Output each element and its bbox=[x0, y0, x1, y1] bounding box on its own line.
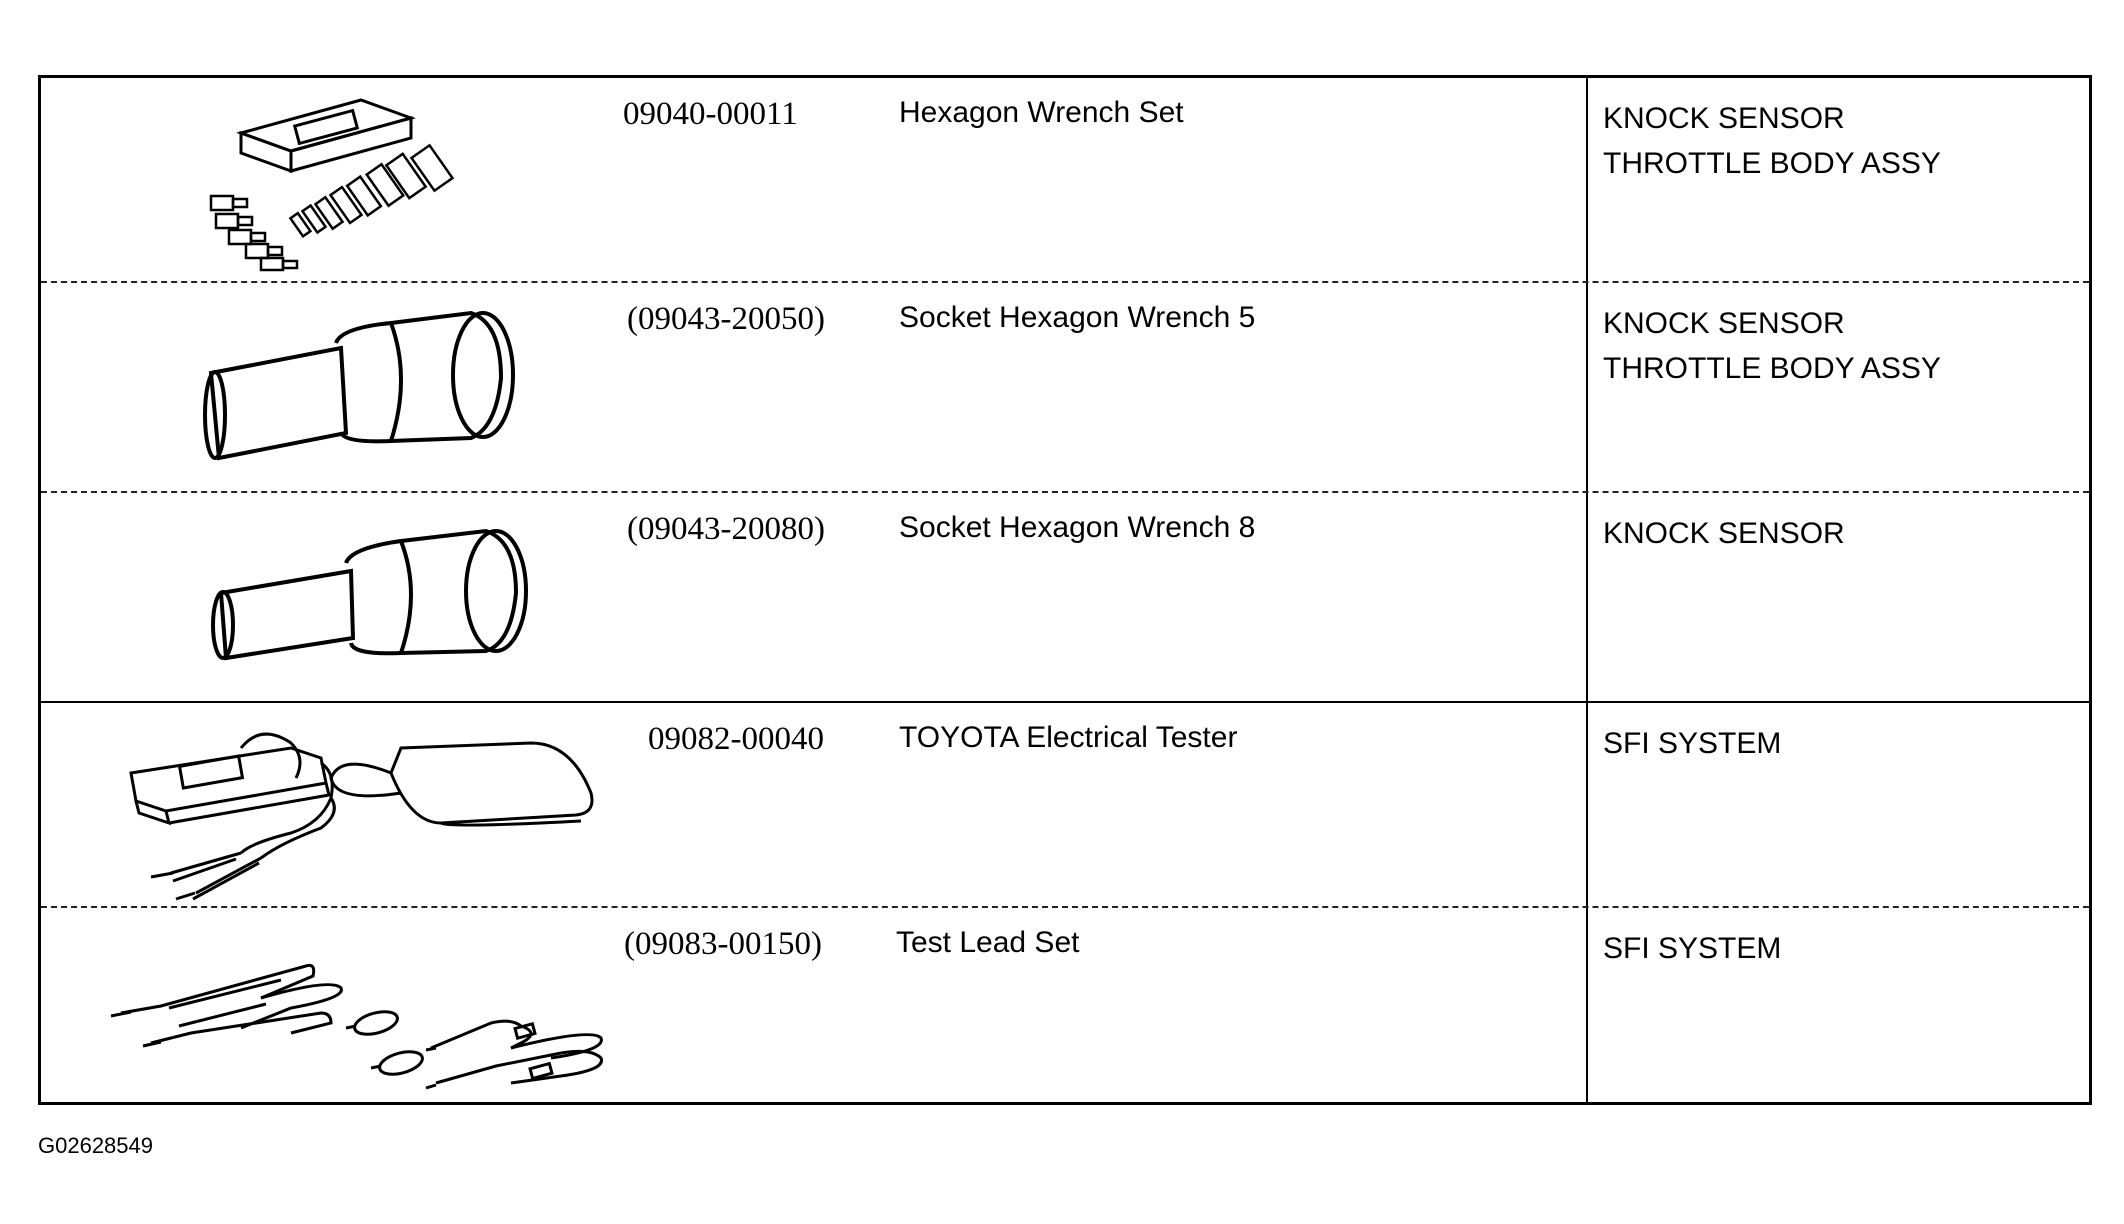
usage-item: SFI SYSTEM bbox=[1603, 727, 1782, 760]
table-row: (09043-20050) Socket Hexagon Wrench 5 KN… bbox=[41, 283, 2089, 491]
usage-item: THROTTLE BODY ASSY bbox=[1603, 352, 1941, 385]
tool-name: Socket Hexagon Wrench 5 bbox=[899, 301, 1256, 334]
usage-item: KNOCK SENSOR bbox=[1603, 307, 1845, 340]
part-number: (09043-20050) bbox=[627, 301, 825, 337]
socket-hexagon-wrench-illustration bbox=[91, 493, 651, 701]
usage-list: SFI SYSTEM bbox=[1603, 721, 1781, 766]
table-row: 09040-00011 Hexagon Wrench Set KNOCK SEN… bbox=[41, 78, 2089, 281]
part-number: 09082-00040 bbox=[648, 721, 824, 757]
socket-hexagon-wrench-illustration bbox=[91, 283, 651, 491]
tool-name: Test Lead Set bbox=[896, 926, 1080, 959]
part-number: (09043-20080) bbox=[627, 511, 825, 547]
table-row: 09082-00040 TOYOTA Electrical Tester SFI… bbox=[41, 703, 2089, 906]
hexagon-wrench-set-illustration bbox=[91, 78, 651, 281]
row-divider bbox=[41, 281, 2089, 283]
usage-item: SFI SYSTEM bbox=[1603, 932, 1782, 965]
special-tools-table: 09040-00011 Hexagon Wrench Set KNOCK SEN… bbox=[38, 75, 2092, 1105]
row-divider bbox=[41, 906, 2089, 908]
row-divider bbox=[41, 491, 2089, 493]
usage-item: THROTTLE BODY ASSY bbox=[1603, 147, 1941, 180]
column-divider bbox=[1586, 78, 1588, 1102]
figure-id: G02628549 bbox=[38, 1133, 153, 1158]
usage-list: SFI SYSTEM bbox=[1603, 926, 1781, 971]
part-number: (09083-00150) bbox=[624, 926, 822, 962]
usage-list: KNOCK SENSOR bbox=[1603, 511, 1845, 556]
electrical-tester-illustration bbox=[91, 703, 651, 906]
usage-item: KNOCK SENSOR bbox=[1603, 517, 1845, 550]
usage-item: KNOCK SENSOR bbox=[1603, 102, 1845, 135]
tool-name: Socket Hexagon Wrench 8 bbox=[899, 511, 1256, 544]
usage-list: KNOCK SENSOR THROTTLE BODY ASSY bbox=[1603, 96, 1941, 186]
part-number: 09040-00011 bbox=[623, 96, 798, 132]
table-row: (09083-00150) Test Lead Set SFI SYSTEM bbox=[41, 908, 2089, 1105]
row-divider bbox=[41, 701, 2089, 703]
tool-name: Hexagon Wrench Set bbox=[899, 96, 1184, 129]
test-lead-set-illustration bbox=[91, 908, 651, 1105]
usage-list: KNOCK SENSOR THROTTLE BODY ASSY bbox=[1603, 301, 1941, 391]
table-row: (09043-20080) Socket Hexagon Wrench 8 KN… bbox=[41, 493, 2089, 701]
tool-name: TOYOTA Electrical Tester bbox=[899, 721, 1238, 754]
